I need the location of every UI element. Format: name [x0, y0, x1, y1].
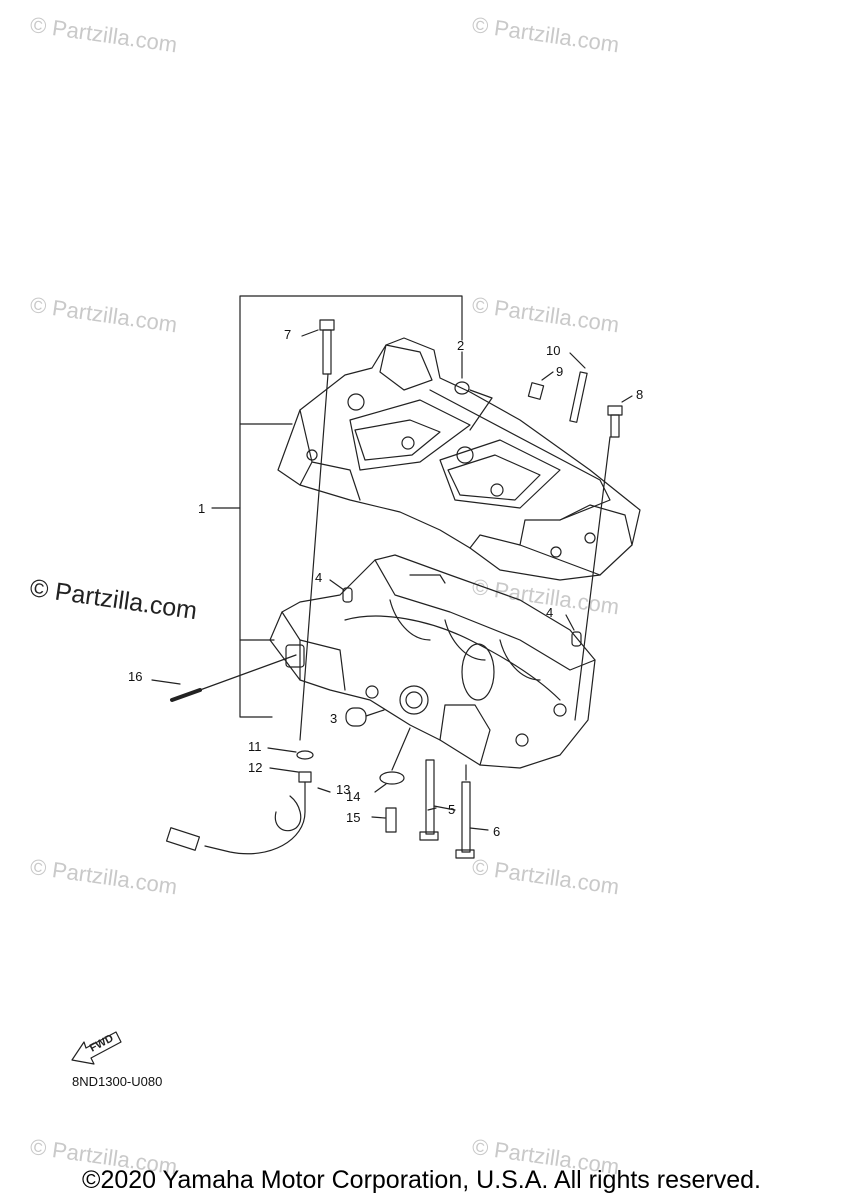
callout-8: 8 [636, 387, 644, 402]
part-1-bracket [211, 295, 463, 718]
part-8-bolt [607, 395, 633, 438]
part-4-dowels [329, 579, 582, 647]
fwd-arrow-icon: FWD [71, 1031, 122, 1065]
callout-3: 3 [330, 711, 338, 726]
callout-5: 5 [448, 802, 456, 817]
alignment-lines [199, 373, 611, 781]
callout-10: 10 [546, 343, 561, 358]
part-16-stud [151, 679, 202, 702]
callout-15: 15 [346, 810, 361, 825]
part-7-bolt [301, 319, 335, 375]
lower-crankcase [269, 554, 596, 769]
diagram-code: 8ND1300-U080 [72, 1074, 163, 1089]
copyright-notice: ©2020 Yamaha Motor Corporation, U.S.A. A… [82, 1166, 761, 1194]
part-5-6-bolts [419, 759, 489, 859]
callout-6: 6 [493, 824, 501, 839]
callout-12: 12 [248, 760, 263, 775]
part-9-10-parts [527, 352, 588, 423]
callout-11: 11 [248, 739, 262, 754]
callout-9: 9 [556, 364, 564, 379]
upper-crankcase [277, 337, 641, 581]
callout-2: 2 [457, 338, 465, 353]
callout-4-right: 4 [546, 605, 554, 620]
part-11-12-13-parts [165, 747, 331, 855]
callout-13: 13 [336, 782, 351, 797]
callout-16: 16 [128, 669, 143, 684]
callout-7: 7 [284, 327, 292, 342]
part-14-15-parts [371, 771, 405, 833]
callout-4-left: 4 [315, 570, 323, 585]
callout-14: 14 [346, 789, 361, 804]
callout-1: 1 [198, 501, 206, 516]
part-3-collar [345, 707, 385, 727]
part-2-seal [454, 351, 493, 431]
